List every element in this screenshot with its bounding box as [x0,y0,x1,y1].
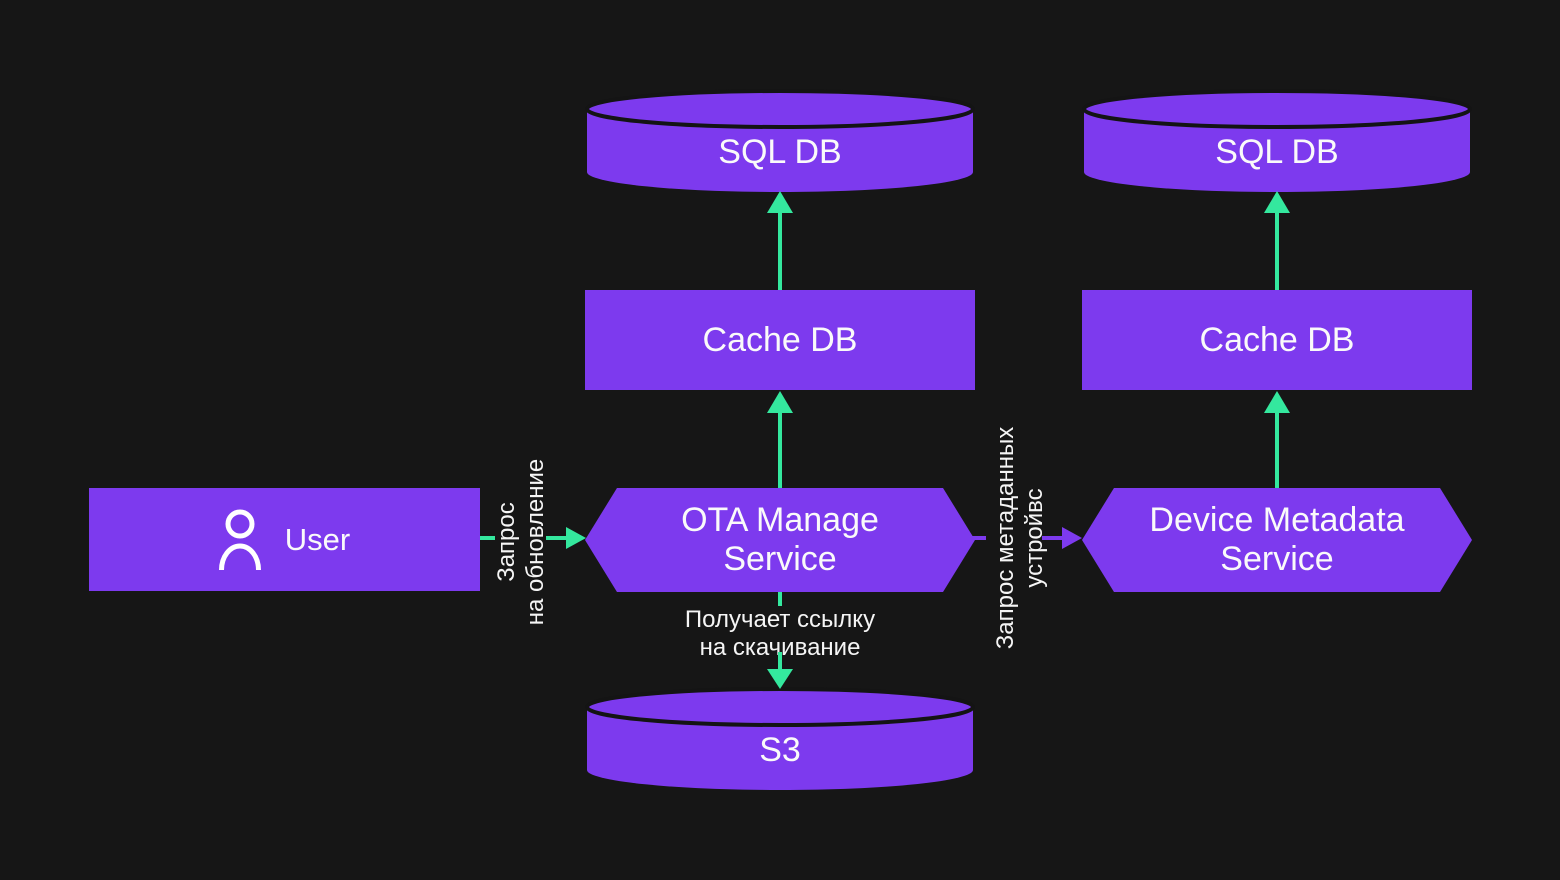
node-device-metadata-service: Device Metadata Service [1082,488,1472,592]
node-sql-db-right: SQL DB [1082,88,1472,196]
node-label: Device Metadata Service [1149,501,1405,578]
edge-ota-to-s3-arrowhead [767,669,793,689]
edge-ota-to-s3-dash [778,592,782,606]
node-cache-db-right: Cache DB [1082,290,1472,390]
edge-cache-to-sql-arrowhead [767,191,793,213]
edge-user-to-ota-dash [480,536,495,540]
edge-cache-right-to-sql-arrowhead [1264,191,1290,213]
node-ota-manage-service: OTA Manage Service [585,488,975,592]
node-sql-db-center: SQL DB [585,88,975,196]
node-label: OTA Manage Service [681,501,879,578]
edge-ota-to-device-line [1042,536,1062,540]
user-box-content: User [218,509,351,571]
edge-ota-to-s3-line [778,652,782,670]
cylinder-shape [585,89,975,192]
node-label: SQL DB [718,132,842,171]
edge-cache-right-to-sql-line [1275,213,1279,290]
cylinder-shape [585,687,975,790]
node-label: S3 [759,730,801,769]
edge-ota-to-s3-label: Получает ссылку на скачивание [684,606,876,661]
node-cache-db-center: Cache DB [585,290,975,390]
edge-user-to-ota-arrowhead [566,527,586,549]
node-label: SQL DB [1215,132,1339,171]
edge-cache-to-sql-line [778,213,782,290]
user-icon [218,509,261,570]
node-label: User [284,522,351,557]
edge-ota-to-device-arrowhead [1062,527,1082,549]
edge-device-to-cache-arrowhead [1264,391,1290,413]
node-label: Cache DB [1199,320,1355,359]
node-s3: S3 [585,686,975,794]
edge-ota-to-cache-arrowhead [767,391,793,413]
node-user: User [89,488,480,591]
edge-ota-to-device-label: Запрос метаданных устройвс [992,426,1048,650]
node-label: Cache DB [702,320,858,359]
cylinder-shape [1082,89,1472,192]
edge-ota-to-device-dash [972,536,986,540]
edge-user-to-ota-label: Запрос на обновление [493,458,549,626]
edge-user-to-ota-line [546,536,566,540]
edge-device-to-cache-line [1275,413,1279,488]
edge-ota-to-cache-line [778,413,782,488]
